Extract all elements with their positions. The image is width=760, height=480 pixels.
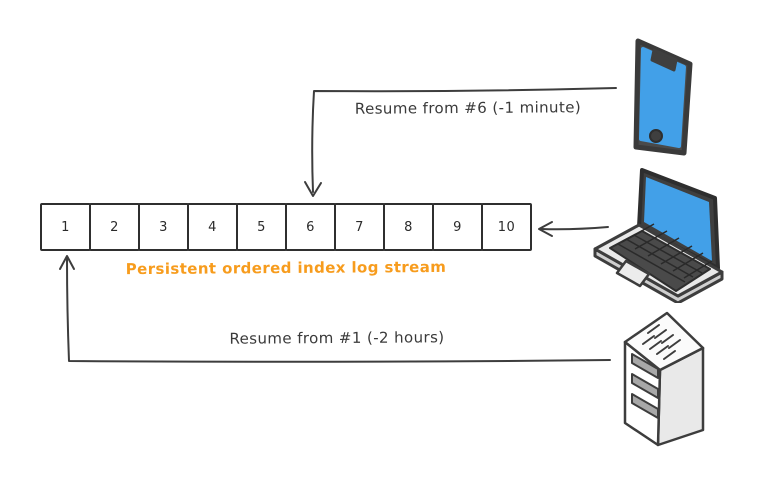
log-stream: 1 2 3 4 5 6 7 8 9 10 [40, 203, 532, 251]
server-icon [623, 311, 705, 447]
phone-resume-label: Resume from #6 (-1 minute) [354, 98, 582, 118]
log-cell: 8 [383, 203, 434, 251]
drive-slats [631, 353, 659, 419]
server-resume-arrow [59, 255, 611, 363]
phone-icon [633, 38, 693, 156]
log-cell: 7 [334, 203, 385, 251]
phone-resume-arrow [304, 87, 617, 197]
log-cell: 5 [236, 203, 287, 251]
log-cell: 2 [89, 203, 140, 251]
server-resume-label: Resume from #1 (-2 hours) [229, 328, 445, 348]
laptop-icon [593, 168, 724, 303]
stream-label: Persistent ordered index log stream [125, 257, 447, 279]
log-cell: 10 [481, 203, 532, 251]
log-cell: 9 [432, 203, 483, 251]
log-cell: 6 [285, 203, 336, 251]
laptop-arrow [538, 221, 609, 237]
log-cell: 4 [187, 203, 238, 251]
log-cell: 1 [40, 203, 91, 251]
log-cell: 3 [138, 203, 189, 251]
vent-lines [642, 324, 681, 360]
